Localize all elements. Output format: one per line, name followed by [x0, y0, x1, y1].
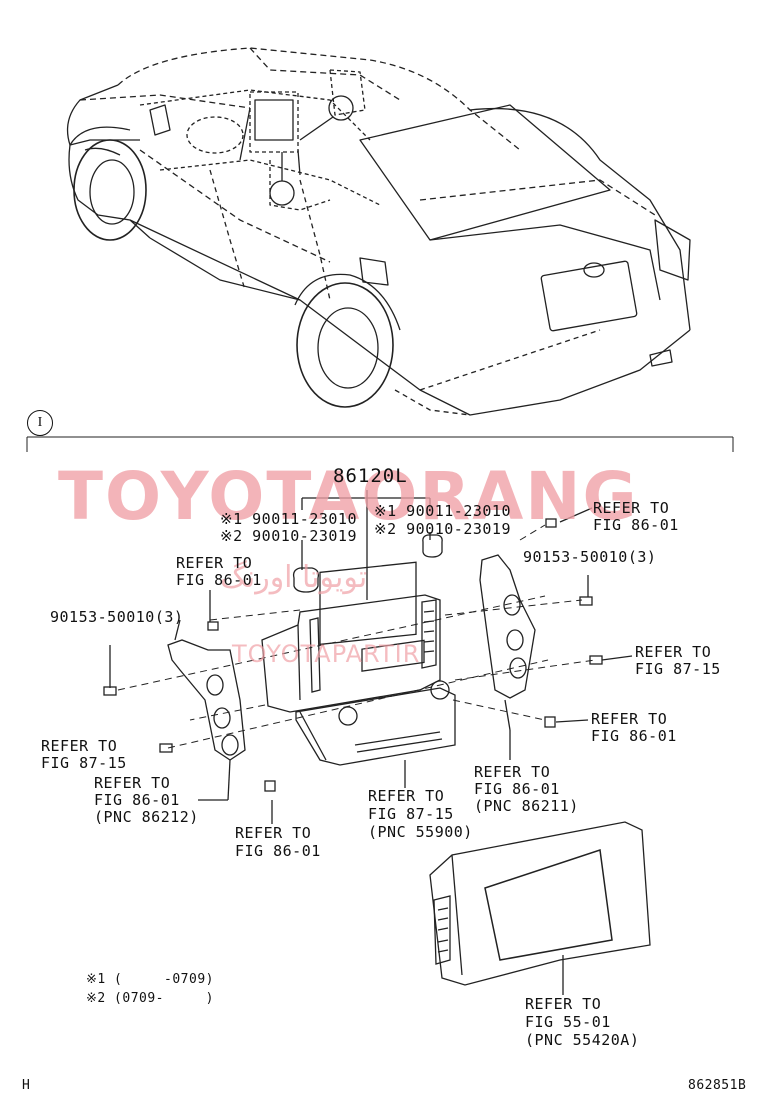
refer-left-8715-1: REFER TO — [41, 737, 118, 755]
refer-right-8601-1: REFER TO — [591, 710, 668, 728]
refer-bottom-55420a-3: (PNC 55420A) — [525, 1031, 640, 1049]
display-panel — [429, 821, 651, 995]
refer-left-86212-1: REFER TO — [94, 774, 171, 792]
refer-top-right-1: REFER TO — [593, 499, 670, 517]
right-note-1: ※1 90011-23010 — [374, 502, 511, 520]
refer-left-86212-2: FIG 86-01 — [94, 791, 180, 809]
refer-left-8715-2: FIG 87-15 — [41, 754, 127, 772]
right-note-2: ※2 90010-23019 — [374, 520, 511, 538]
refer-right-86211-3: (PNC 86211) — [474, 797, 579, 815]
refer-center-55900-3: (PNC 55900) — [368, 823, 473, 841]
refer-bottom-55420a-1: REFER TO — [525, 995, 602, 1013]
watermark-arabic: تويوتا اورنگ — [220, 560, 368, 595]
refer-center-55900-1: REFER TO — [368, 787, 445, 805]
footnote-2: ※2 (0709- ) — [86, 991, 214, 1006]
refer-left-86212-3: (PNC 86212) — [94, 808, 199, 826]
refer-right-8715-1: REFER TO — [635, 643, 712, 661]
refer-top-left-2: FIG 86-01 — [176, 571, 262, 589]
assembly-number: 86120L — [333, 465, 408, 487]
refer-right-86211-2: FIG 86-01 — [474, 780, 560, 798]
watermark-sub: TOYOTAPARTIR — [232, 640, 421, 668]
refer-bottom-55420a-2: FIG 55-01 — [525, 1013, 611, 1031]
refer-right-8715-2: FIG 87-15 — [635, 660, 721, 678]
refer-top-right-2: FIG 86-01 — [593, 516, 679, 534]
footer-drawing-number: 862851B — [688, 1078, 747, 1093]
refer-right-86211-1: REFER TO — [474, 763, 551, 781]
refer-bottom-left-2: FIG 86-01 — [235, 842, 321, 860]
watermark-main: TOYOTAORANG — [58, 458, 639, 535]
car-illustration — [66, 47, 691, 416]
left-note-2: ※2 90010-23019 — [220, 527, 357, 545]
callout-marker-i: I — [27, 410, 53, 436]
refer-bottom-left-1: REFER TO — [235, 824, 312, 842]
footer-left-code: H — [22, 1078, 31, 1093]
refer-right-8601-2: FIG 86-01 — [591, 727, 677, 745]
refer-top-left-1: REFER TO — [176, 554, 253, 572]
refer-center-55900-2: FIG 87-15 — [368, 805, 454, 823]
assembly-illustration — [103, 490, 651, 995]
part-number-left-bolt: 90153-50010(3) — [50, 608, 184, 626]
bolts — [103, 507, 633, 823]
left-note-1: ※1 90011-23010 — [220, 510, 357, 528]
footnote-1: ※1 ( -0709) — [86, 972, 214, 987]
part-number-right-bolt: 90153-50010(3) — [523, 548, 657, 566]
